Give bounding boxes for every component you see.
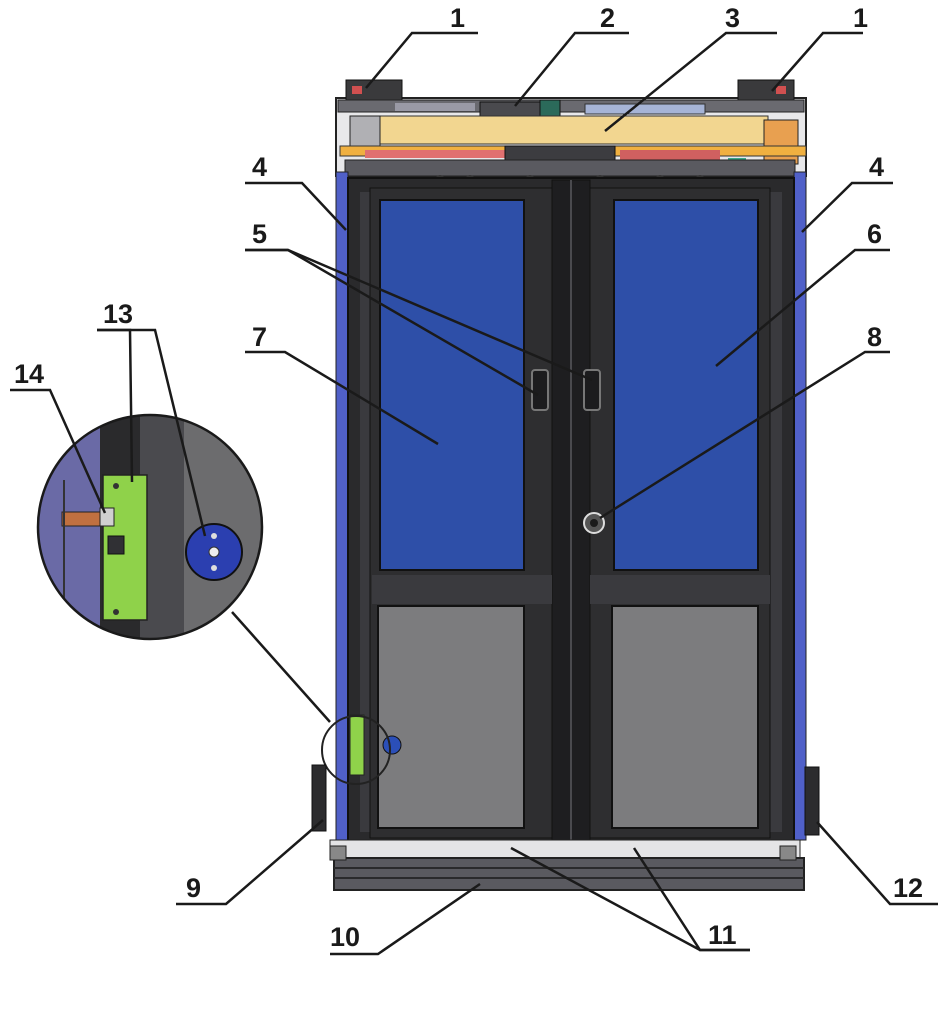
floor-track [333,857,805,891]
right-floor-stop [804,766,820,836]
callout-11: 11 [708,920,737,950]
header-assembly [335,79,807,185]
left-lower-panel [377,605,525,829]
callout-labels: 1 2 3 1 4 4 5 6 7 8 13 14 9 10 11 12 [14,3,923,952]
left-floor-stop [311,764,327,832]
callout-1-right: 1 [853,3,868,33]
callout-4-left: 4 [252,152,267,182]
bottom-guide-bar [329,839,801,859]
right-jamb [793,171,807,841]
header-beam [375,115,769,145]
bolt [61,511,107,527]
callout-5: 5 [252,219,267,249]
callout-7: 7 [252,322,267,352]
right-door-leaf [589,187,771,839]
right-handle [583,369,601,411]
callout-1-left: 1 [450,3,465,33]
callout-4-right: 4 [869,152,884,182]
callout-12: 12 [893,873,923,903]
callout-13: 13 [103,299,133,329]
callout-6: 6 [867,219,882,249]
left-glass [379,199,525,571]
callout-9: 9 [186,873,201,903]
right-lower-panel [611,605,759,829]
callout-10: 10 [330,922,360,952]
right-glass [613,199,759,571]
callout-3: 3 [725,3,740,33]
callout-8: 8 [867,322,882,352]
callout-2: 2 [600,3,615,33]
leader-lines [10,31,938,956]
left-handle [531,369,549,411]
callout-14: 14 [14,359,44,389]
left-door-leaf [369,187,553,839]
